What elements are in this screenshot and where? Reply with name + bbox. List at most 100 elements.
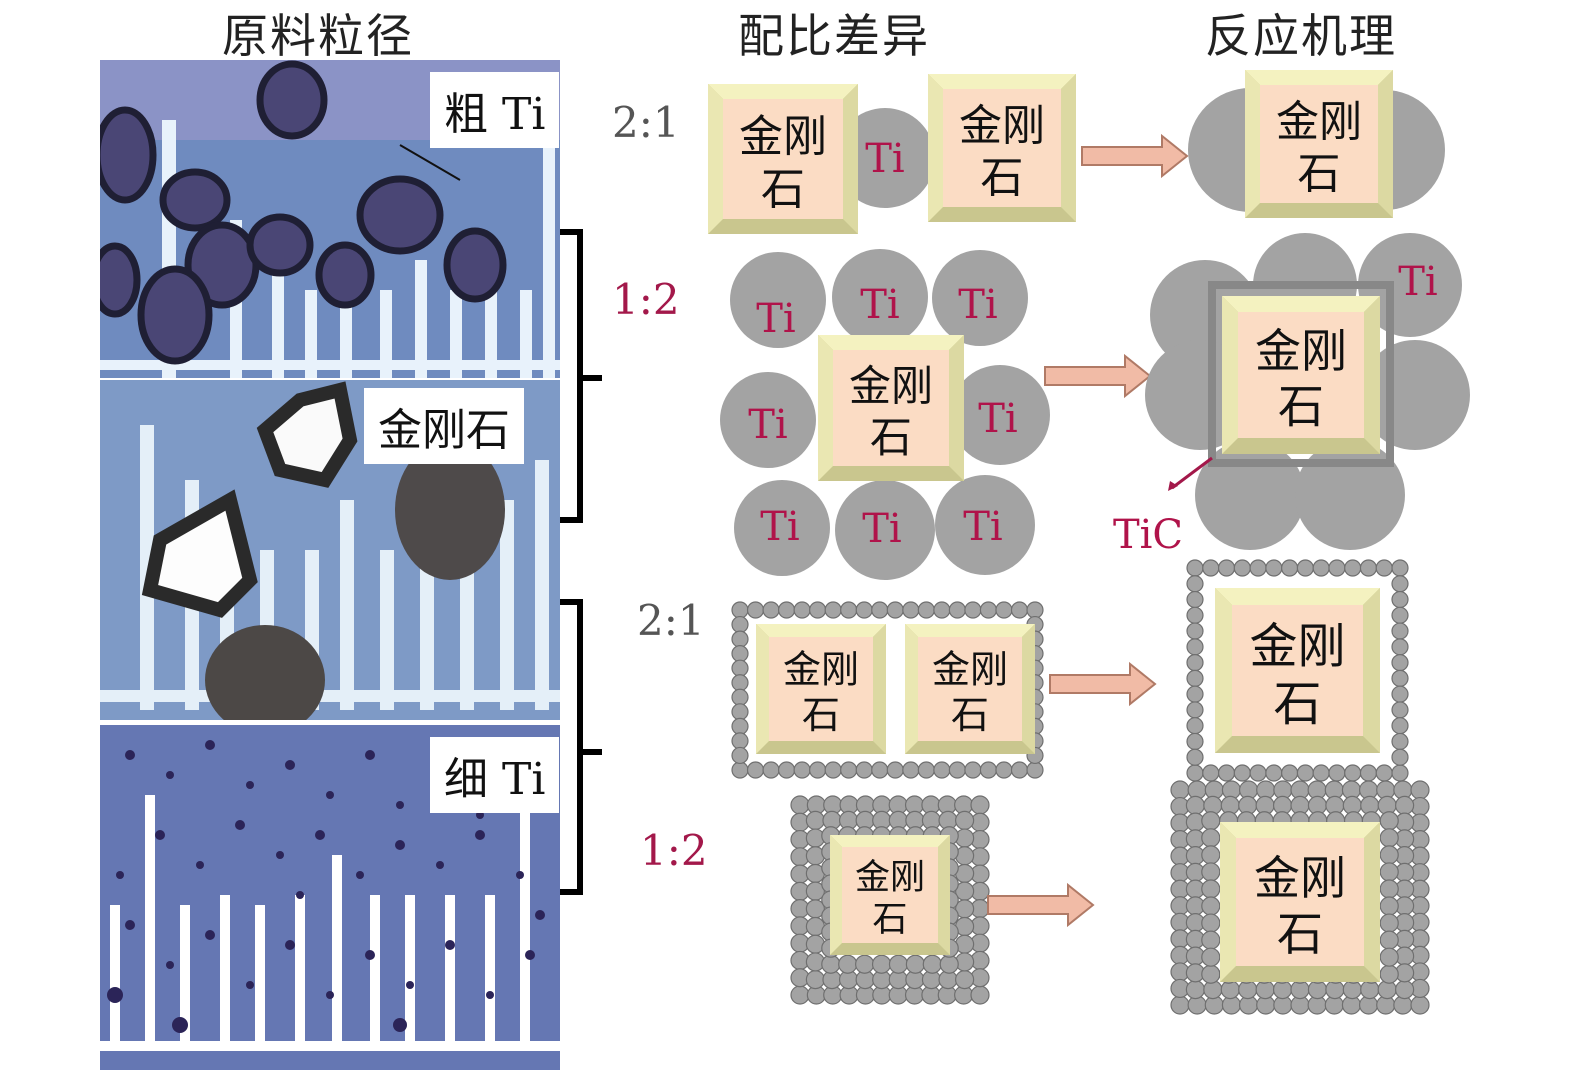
ti-bead (855, 954, 875, 974)
ti-bead (1186, 732, 1204, 751)
diamond-text-top: 金刚 (1255, 324, 1347, 378)
ti-bead (1170, 995, 1190, 1015)
ti-bead (1296, 764, 1314, 782)
ti-bead (731, 688, 749, 706)
ti-bead (939, 954, 959, 974)
raw-size-title: 原料粒径 (222, 9, 414, 63)
diamond-face (833, 350, 949, 466)
diamond-text-bottom: 石 (870, 413, 912, 462)
ti-bead (731, 659, 749, 677)
ti-bead (1359, 764, 1378, 782)
ti-particle (1195, 440, 1305, 550)
ti-bead (1312, 764, 1330, 782)
ti-bead (1391, 764, 1409, 782)
diamond-text-top: 金刚 (1254, 851, 1346, 905)
ti-bead (1185, 795, 1205, 815)
diamond-bevel-right (1364, 296, 1380, 454)
ti-bead (1170, 780, 1190, 800)
ti-bead (1395, 795, 1415, 815)
ti-bead (731, 615, 749, 634)
ratio-fine-1-2: 1:2 (640, 826, 708, 875)
coarse-ti-photo: 粗 Ti (100, 60, 560, 378)
ti-bead (1281, 764, 1299, 782)
diamond-bevel-right (1363, 588, 1380, 753)
ti-bead (1186, 622, 1204, 640)
diamond-bevel-top (756, 624, 886, 637)
diamond-text-bottom: 石 (1273, 676, 1321, 732)
row1-arrow (1081, 135, 1188, 177)
ti-bead (1186, 685, 1204, 703)
diamond-face (842, 847, 938, 943)
diamond-block: 金刚石 (905, 624, 1035, 754)
ti-bead (746, 601, 765, 619)
ratio-diff-title: 配比差异 (738, 9, 930, 63)
ti-bead (809, 601, 827, 619)
ti-label: Ti (963, 504, 1002, 550)
diamond-bevel-left (905, 624, 918, 754)
ti-bead (1010, 761, 1029, 779)
ti-bead (1375, 559, 1393, 577)
diamond-bevel-left (1222, 296, 1238, 454)
diamond-face (1232, 605, 1363, 736)
ti-bead (1379, 947, 1399, 967)
ti-bead (1201, 913, 1221, 933)
ratio-coarse-2-1: 2:1 (612, 98, 680, 147)
ti-bead (1186, 748, 1204, 766)
ti-bead (1186, 654, 1204, 672)
ti-bead (790, 985, 810, 1005)
ti-bead (1391, 590, 1409, 609)
ti-bead (1391, 669, 1409, 687)
ti-label: Ti (860, 282, 899, 328)
ti-bead (1359, 559, 1378, 577)
ti-bead (1185, 980, 1205, 1000)
ti-bead (1391, 622, 1409, 640)
diamond-text-top: 金刚 (1276, 98, 1362, 148)
ti-bead (731, 732, 749, 750)
diamond-bevel-top (830, 835, 950, 847)
diamond-face (1236, 838, 1364, 966)
diamond-face (723, 99, 843, 219)
ti-bead (948, 761, 966, 779)
ti-label: Ti (760, 504, 799, 550)
ti-bead (979, 761, 998, 779)
ti-bead (1249, 559, 1267, 577)
ti-bead (995, 761, 1013, 779)
ti-bead (762, 601, 780, 619)
ti-bead (948, 601, 966, 619)
ti-bead (964, 761, 982, 779)
diamond-text-bottom: 石 (802, 693, 840, 737)
diamond-bevel-top (1215, 588, 1380, 605)
diamond-face (1260, 85, 1378, 203)
ti-particle (835, 480, 935, 580)
diamond-block: 金刚石 (1222, 296, 1380, 454)
diamond-bevel-right (949, 335, 964, 481)
ti-bead (1201, 811, 1221, 831)
ti-bead (933, 601, 951, 619)
diamond-text-bottom: 石 (1277, 907, 1323, 961)
ti-bead (964, 601, 982, 619)
diamond-text-top: 金刚 (849, 362, 933, 411)
diamond-block: 金刚石 (708, 84, 858, 234)
tic-pointer-head (1168, 481, 1178, 491)
ti-bead (821, 954, 841, 974)
row2-arrow (1044, 355, 1151, 397)
ti-bead (1186, 669, 1204, 687)
ti-bead (902, 761, 920, 779)
ti-bead (1391, 701, 1409, 719)
fine-ti-label: 细 Ti (430, 737, 560, 813)
row4-arrow (987, 884, 1094, 926)
diamond-text-bottom: 石 (872, 900, 907, 940)
diamond-bevel-top (1220, 822, 1380, 838)
ti-label: Ti (958, 282, 997, 328)
row2-ratio-diagram: 金刚石 (720, 249, 1050, 580)
ti-bead (970, 985, 990, 1005)
ti-bead (886, 601, 904, 619)
ti-bead (1201, 947, 1221, 967)
ti-bead (1281, 559, 1299, 577)
row3-arrow (1049, 663, 1156, 705)
ti-bead (824, 761, 842, 779)
ti-bead (1379, 896, 1399, 916)
ti-bead (1026, 761, 1044, 779)
ti-bead (1201, 845, 1221, 865)
ti-bead (793, 761, 811, 779)
